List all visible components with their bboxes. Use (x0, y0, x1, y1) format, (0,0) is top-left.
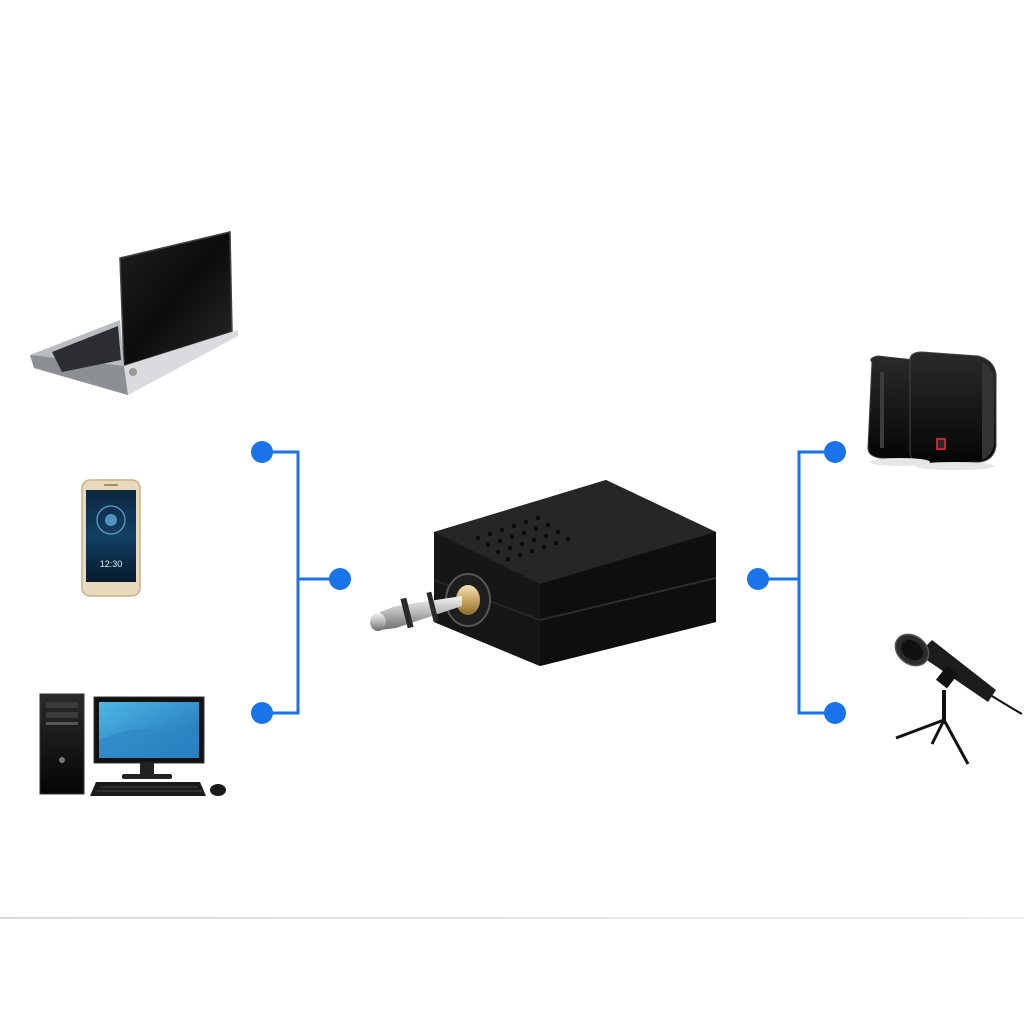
laptop-icon (30, 231, 238, 395)
phone-clock-text: 12:30 (100, 559, 123, 569)
left-connector-bracket (251, 441, 351, 724)
bottom-divider-line (0, 917, 1024, 919)
right-connector-bracket (747, 441, 846, 724)
speakers-icon (867, 351, 997, 470)
desktop-computer-icon (39, 693, 226, 796)
connector-node-right-hub (747, 568, 769, 590)
connector-node-desktop (251, 702, 273, 724)
connector-node-speakers (824, 441, 846, 463)
connector-node-left-hub (329, 568, 351, 590)
stereo-jack-adapter-icon (370, 480, 717, 666)
smartphone-icon: 12:30 (81, 479, 141, 597)
connector-node-laptop (251, 441, 273, 463)
connector-node-microphone (824, 702, 846, 724)
microphone-icon (894, 633, 1023, 765)
